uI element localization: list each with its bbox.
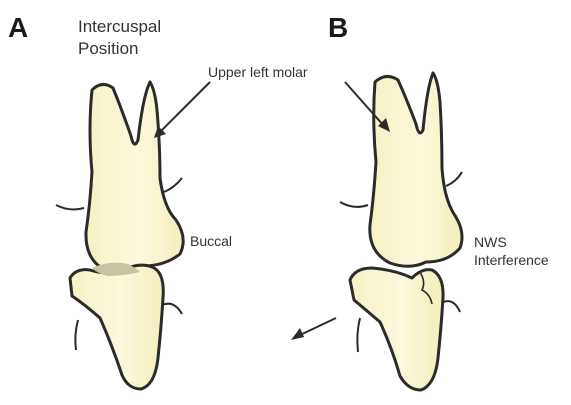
nws-interference-label: NWS Interference: [474, 234, 549, 270]
gingiva-line-b1: [340, 202, 368, 207]
panel-a: [56, 82, 210, 389]
movement-arrow-line: [298, 318, 336, 336]
gingiva-line-a4: [162, 304, 182, 314]
panel-b: [291, 73, 462, 390]
gingiva-line-a3: [75, 320, 78, 350]
lower-tooth-b: [350, 268, 443, 390]
nws-line1: NWS: [474, 234, 549, 252]
gingiva-line-b4: [443, 301, 460, 312]
lower-tooth-a: [70, 265, 163, 389]
gingiva-line-b2: [446, 172, 462, 186]
intercuspal-line2: Position: [78, 38, 161, 60]
gingiva-line-a2: [164, 178, 182, 192]
movement-arrow-head: [291, 328, 304, 340]
upper-molar-a: [86, 82, 183, 273]
nws-line2: Interference: [474, 252, 549, 270]
panel-letter-a: A: [8, 14, 28, 42]
buccal-label: Buccal: [190, 233, 232, 251]
intercuspal-position-label: Intercuspal Position: [78, 16, 161, 60]
gingiva-line-a1: [56, 205, 84, 209]
intercuspal-line1: Intercuspal: [78, 16, 161, 38]
panel-letter-b: B: [328, 14, 348, 42]
upper-left-molar-label: Upper left molar: [208, 64, 308, 82]
upper-molar-b: [370, 73, 462, 266]
molar-pointer-line-a: [160, 82, 210, 132]
gingiva-line-b3: [357, 318, 360, 352]
